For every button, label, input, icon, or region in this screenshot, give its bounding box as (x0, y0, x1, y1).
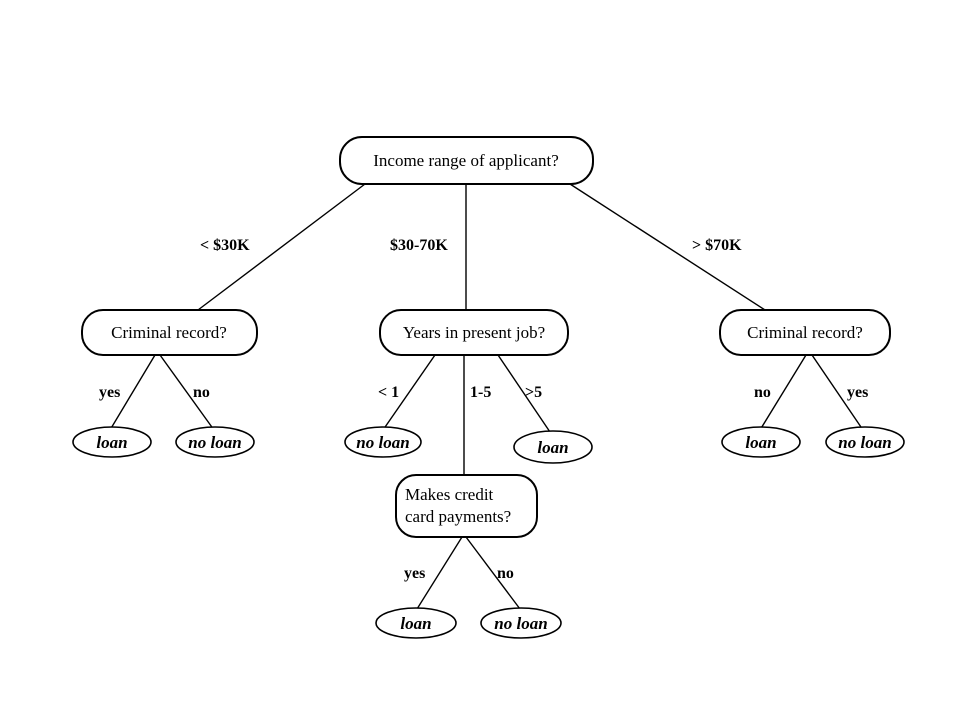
edge-criminal-right-yes (811, 354, 864, 431)
leaf-label: no loan (838, 433, 891, 452)
edge-label-years-lt1: < 1 (378, 384, 399, 401)
leaf-credit-yes: loan (375, 607, 457, 639)
edge-label-lt30k: < $30K (200, 237, 250, 254)
criminal-record-right-node: Criminal record? (719, 309, 891, 356)
credit-card-label-line2: card payments? (405, 507, 511, 526)
leaf-label: loan (96, 433, 127, 452)
leaf-label: loan (745, 433, 776, 452)
edge-label-credit-yes: yes (404, 565, 425, 582)
leaf-years-lt1: no loan (344, 426, 422, 458)
leaf-years-gt5: loan (513, 430, 593, 464)
years-in-job-label: Years in present job? (403, 323, 545, 342)
leaf-criminal-left-no: no loan (175, 426, 255, 458)
edge-label-criminal-right-yes: yes (847, 384, 868, 401)
leaf-criminal-left-yes: loan (72, 426, 152, 458)
edge-credit-yes (416, 536, 463, 610)
leaf-label: no loan (356, 433, 409, 452)
edge-labels: < $30K $30-70K > $70K yes no < 1 1-5 >5 … (99, 237, 868, 582)
leaf-criminal-right-yes: no loan (825, 426, 905, 458)
edge-label-criminal-left-yes: yes (99, 384, 120, 401)
edge-credit-no (465, 536, 521, 610)
root-node: Income range of applicant? (339, 136, 594, 185)
edge-label-credit-no: no (497, 565, 514, 582)
edge-root-criminal-left (197, 183, 366, 311)
edge-label-criminal-left-no: no (193, 384, 210, 401)
edge-label-30-70k: $30-70K (390, 237, 448, 254)
leaf-label: no loan (494, 614, 547, 633)
root-node-label: Income range of applicant? (373, 151, 559, 170)
leaf-credit-no: no loan (480, 607, 562, 639)
edges (109, 183, 864, 610)
criminal-record-right-label: Criminal record? (747, 323, 863, 342)
edge-criminal-left-yes (109, 354, 156, 431)
leaf-label: no loan (188, 433, 241, 452)
credit-card-label-line1: Makes credit (405, 485, 494, 504)
leaf-criminal-right-no: loan (721, 426, 801, 458)
edge-label-criminal-right-no: no (754, 384, 771, 401)
criminal-record-left-node: Criminal record? (81, 309, 258, 356)
edge-criminal-left-no (159, 354, 215, 431)
credit-card-node: Makes credit card payments? (395, 474, 538, 538)
edge-label-years-gt5: >5 (525, 384, 542, 401)
leaf-label: loan (537, 438, 568, 457)
leaf-label: loan (400, 614, 431, 633)
edge-criminal-right-no (759, 354, 807, 431)
edge-root-criminal-right (569, 183, 766, 311)
years-in-job-node: Years in present job? (379, 309, 569, 356)
edge-label-years-1-5: 1-5 (470, 384, 491, 401)
criminal-record-left-label: Criminal record? (111, 323, 227, 342)
edge-years-lt1 (382, 354, 436, 431)
edge-label-gt70k: > $70K (692, 237, 742, 254)
edge-years-gt5 (497, 354, 551, 433)
